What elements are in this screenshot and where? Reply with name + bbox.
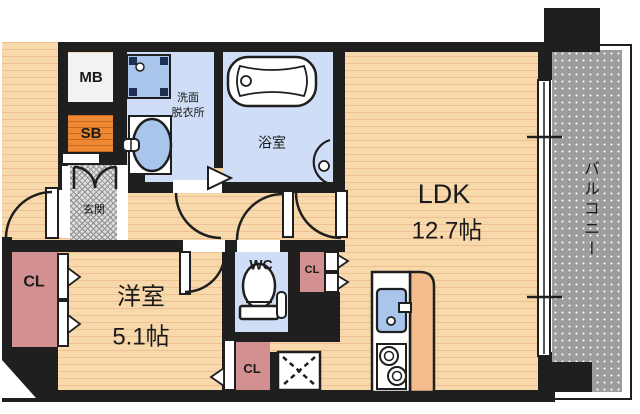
wc-label: WC — [249, 256, 273, 273]
entrance-side-strip — [62, 166, 70, 238]
front-door-leaf — [45, 187, 59, 239]
western-room-door-opening — [183, 240, 225, 252]
balcony-window-icon — [527, 79, 562, 357]
balcony-label: バルコニー — [581, 160, 598, 260]
closet-bottom-label: CL — [243, 361, 261, 377]
bathtub-icon — [226, 55, 318, 108]
ldk-area-label: 12.7帖 — [411, 217, 483, 245]
front-door-swing-arc — [4, 190, 53, 239]
balcony-top-block — [544, 8, 600, 52]
washing-machine-pan-icon — [126, 54, 171, 99]
entrance-label: 玄関 — [83, 204, 105, 217]
wall-top — [58, 42, 545, 52]
wc-door-opening — [237, 240, 280, 252]
closet-left — [12, 252, 58, 347]
entrance-step-strip — [117, 165, 128, 240]
meter-box-room — [68, 53, 113, 102]
refrigerator-space-icon — [276, 350, 322, 392]
wall-bath-east — [333, 52, 345, 193]
wall-corridor-north — [145, 182, 345, 193]
toilet-icon — [238, 262, 287, 321]
shoe-box-label: SB — [80, 125, 102, 143]
wall-balcony-bottom-chunk — [538, 362, 592, 392]
wall-left-upper — [58, 42, 68, 190]
wall-below-wc — [235, 332, 288, 342]
wall-right-above-window — [538, 52, 552, 80]
bathroom-label: 浴室 — [258, 134, 286, 151]
bath-entry-arrow-icon — [207, 165, 234, 191]
wc-door-leaf — [282, 190, 294, 238]
wall-below-closet-mid — [288, 292, 340, 342]
closet-bottom — [235, 342, 270, 390]
ldk-label: LDK — [417, 178, 471, 209]
meter-box-label: MB — [79, 69, 103, 87]
closet-left-doors-icon — [57, 253, 82, 347]
kitchen-counter — [370, 270, 436, 394]
closet-left-label: CL — [23, 273, 45, 291]
western-room-area-label: 5.1帖 — [112, 323, 170, 351]
wall-mb-column-east — [113, 42, 127, 165]
closet-bottom-door-icon — [209, 339, 236, 391]
wall-chamfer — [2, 360, 36, 398]
ldk-door-swing-arc — [294, 192, 342, 240]
washroom-label-line2: 脱衣所 — [171, 107, 205, 120]
wall-left-lower — [2, 237, 12, 392]
balcony — [552, 50, 622, 392]
shoe-box-room — [68, 115, 113, 152]
western-room-door-swing-arc — [184, 251, 227, 294]
wc-door-swing-arc — [235, 192, 284, 241]
western-room-door-leaf — [179, 251, 191, 295]
washroom-door-swing-arc — [174, 192, 222, 240]
washbasin-icon — [122, 115, 173, 175]
shoe-cupboard-doors-icon — [72, 165, 118, 189]
sb-lower-cabinet — [62, 153, 100, 164]
wall-washroom-bath-divider — [214, 52, 223, 168]
wall-fridge-west — [270, 352, 278, 390]
closet-mid-doors-icon — [324, 251, 350, 293]
wall-below-mb — [68, 102, 113, 115]
washroom-label-line1: 洗面 — [177, 92, 199, 105]
ldk-door-leaf — [335, 190, 348, 238]
western-room-label: 洋室 — [117, 283, 165, 311]
bath-door-icon — [312, 138, 331, 186]
closet-mid-label: CL — [304, 264, 320, 277]
closet-mid — [300, 252, 325, 292]
